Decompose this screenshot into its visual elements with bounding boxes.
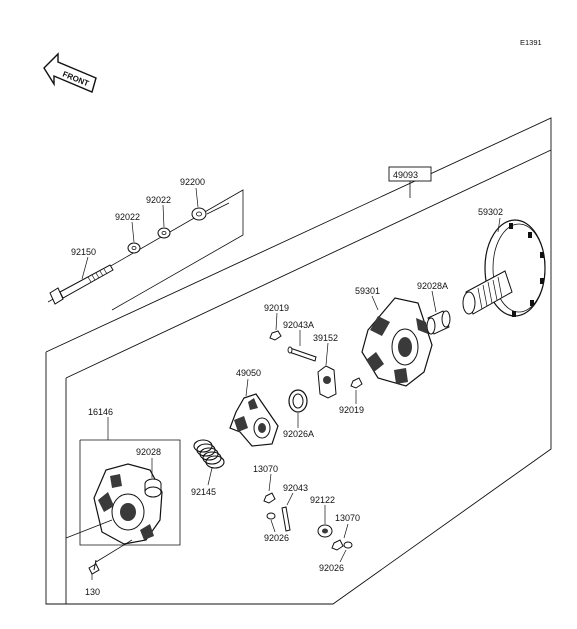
assembly-outline: [45, 117, 552, 605]
part-label: 39152: [313, 333, 338, 343]
part-label: 92026: [264, 533, 289, 543]
nut-icon: [350, 377, 363, 389]
part-label: 92043A: [283, 320, 314, 330]
part-label: 92028: [136, 447, 161, 457]
sheave-59301: [361, 297, 433, 387]
part-label: 92022: [146, 195, 171, 205]
ring-92026A: [288, 389, 308, 413]
bolt-130: [88, 559, 100, 575]
axis-line: [206, 202, 230, 215]
washer-icon: [343, 541, 353, 549]
front-arrow-icon: FRONT: [43, 52, 97, 93]
part-label: 92022: [115, 212, 140, 222]
part-label: 92043: [283, 483, 308, 493]
sheave-59302: [462, 219, 546, 317]
bolt-92150: [49, 264, 114, 305]
pin-92043: [281, 506, 291, 532]
roller-92122: [317, 524, 333, 538]
subgroup-frame: [79, 439, 181, 546]
washer-icon: [157, 227, 171, 239]
part-label: 59302: [478, 207, 503, 217]
part-label: 92019: [264, 303, 289, 313]
spider-49050: [229, 393, 279, 447]
nut-icon: [269, 330, 282, 341]
weight-39152: [317, 365, 337, 399]
part-label: 130: [85, 587, 100, 597]
part-label: 92122: [310, 495, 335, 505]
leader-lines: [81, 187, 501, 580]
bushing-92028A: [426, 310, 451, 335]
washer-bracket: [47, 189, 244, 311]
part-label: 92200: [180, 177, 205, 187]
part-label: 49050: [236, 368, 261, 378]
part-label: 92026: [319, 563, 344, 573]
axis-line: [95, 539, 133, 563]
part-label: 92019: [339, 405, 364, 415]
washer-icon: [266, 512, 276, 520]
figure-ref: E1391: [520, 38, 542, 47]
spring-92145: [193, 439, 225, 469]
assembly-label: 49093: [393, 170, 418, 180]
part-label: 13070: [335, 513, 360, 523]
axis-line: [65, 519, 113, 539]
washer-icon: [191, 207, 207, 221]
part-label: 16146: [88, 407, 113, 417]
nut-icon: [263, 492, 276, 504]
washer-icon: [127, 242, 141, 254]
part-label: 92145: [191, 487, 216, 497]
part-label: 13070: [253, 464, 278, 474]
part-label: 92028A: [417, 281, 448, 291]
part-label: 59301: [355, 286, 380, 296]
part-label: 92150: [71, 247, 96, 257]
pin-92043A: [287, 346, 317, 362]
nut-icon: [331, 539, 344, 551]
part-label: 92026A: [283, 429, 314, 439]
part-labels: 92200 92022 92022 92150 59302 59301 9202…: [71, 177, 503, 597]
bushing-92028: [144, 478, 162, 498]
